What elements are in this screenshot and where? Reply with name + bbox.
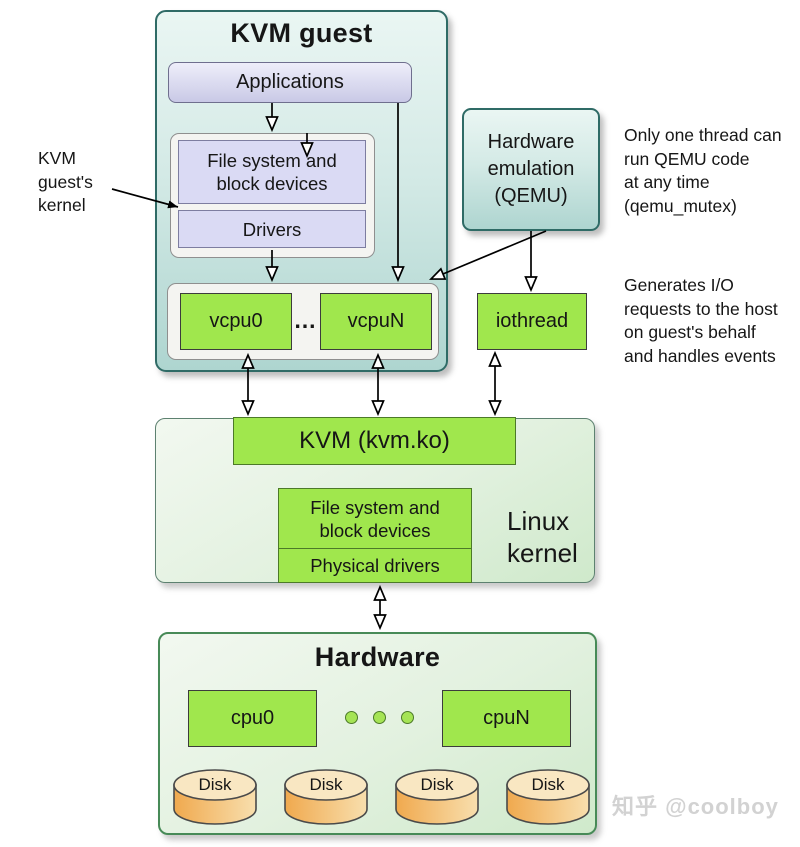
cpu0-box: cpu0 [188, 690, 317, 747]
kvm-guest-title: KVM guest [230, 17, 373, 48]
disk-cylinder: Disk [505, 768, 591, 828]
guest-drivers-box: Drivers [178, 210, 366, 248]
cpu-ellipsis-dot [401, 711, 414, 724]
kernel-fs-block-box: File system and block devices [278, 488, 472, 549]
arrow-qemu-to-vcpu-group [428, 230, 547, 280]
iothread-annotation: Generates I/O requests to the host on gu… [624, 275, 778, 366]
kvm-module-box: KVM (kvm.ko) [233, 417, 516, 465]
qemu-mutex-annotation: Only one thread can run QEMU code at any… [624, 125, 782, 216]
disk-label: Disk [198, 775, 232, 794]
disk-label: Disk [531, 775, 565, 794]
vcpu0-box: vcpu0 [180, 293, 292, 350]
vcpu-ellipsis: … [293, 306, 319, 333]
cpu-ellipsis-dot [345, 711, 358, 724]
iothread-box: iothread [477, 293, 587, 350]
disk-cylinder: Disk [283, 768, 369, 828]
vcpuN-box: vcpuN [320, 293, 432, 350]
guest-kernel-annotation: KVM guest's kernel [38, 148, 93, 215]
hardware-title: Hardware [314, 641, 441, 672]
disk-cylinder: Disk [172, 768, 258, 828]
physical-drivers-box: Physical drivers [278, 548, 472, 583]
linux-kernel-label: Linux kernel [507, 506, 578, 568]
disk-cylinder: Disk [394, 768, 480, 828]
cpuN-box: cpuN [442, 690, 571, 747]
guest-fs-block-box: File system and block devices [178, 140, 366, 204]
applications-box: Applications [168, 62, 412, 103]
watermark: 知乎 @coolboy [612, 794, 779, 819]
disk-label: Disk [309, 775, 343, 794]
disk-label: Disk [420, 775, 454, 794]
qemu-box: Hardware emulation (QEMU) [462, 108, 600, 231]
cpu-ellipsis-dot [373, 711, 386, 724]
